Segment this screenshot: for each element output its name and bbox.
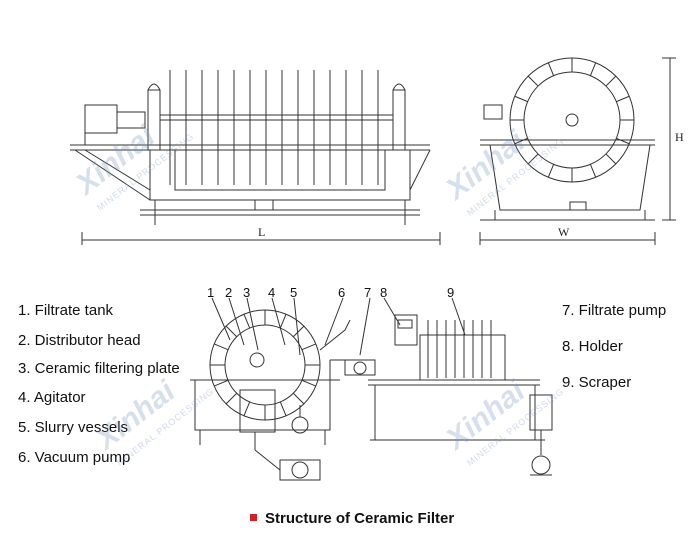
drum-spoke-line	[243, 401, 251, 417]
drum-spoke-line	[527, 75, 539, 87]
drum-spoke-line	[616, 95, 630, 103]
dimension-length-label: L	[258, 225, 266, 239]
callout-8: 8	[380, 285, 388, 300]
drum-spoke-line	[279, 401, 287, 417]
callout-6: 6	[338, 285, 346, 300]
callout-4: 4	[268, 285, 276, 300]
drum-spoke-line	[605, 75, 617, 87]
drum-spoke-line	[292, 392, 305, 405]
legend-item-vacuum-pump: 6. Vacuum pump	[18, 449, 131, 466]
callout-2: 2	[225, 285, 233, 300]
dimension-height-label: H	[675, 130, 684, 144]
drum-spoke-line	[292, 325, 305, 338]
callout-3: 3	[243, 285, 251, 300]
drum-spoke-line	[225, 325, 238, 338]
legend-item-slurry-vessels: 5. Slurry vessels	[18, 419, 129, 436]
callout-7: 7	[364, 285, 372, 300]
legend-item-ceramic-filtering-plate: 3. Ceramic filtering plate	[18, 360, 180, 377]
drum-spoke-line	[243, 313, 251, 329]
caption-text: Structure of Ceramic Filter	[265, 510, 455, 527]
drum-spoke-line	[589, 164, 597, 178]
drum-spoke-line	[547, 164, 555, 178]
drum-spoke-line	[301, 379, 317, 387]
drum-spoke-line	[279, 313, 287, 329]
drum-spoke-line	[514, 95, 528, 103]
legend-item-agitator: 4. Agitator	[18, 389, 86, 406]
drum-spoke-line	[527, 153, 539, 165]
callout-1: 1	[207, 285, 215, 300]
legend-item-scraper: 9. Scraper	[562, 374, 632, 391]
caption-bullet-icon	[250, 513, 257, 521]
drum-spoke-line	[547, 62, 555, 76]
drum-spoke-line	[301, 343, 317, 351]
drum-spoke-line	[589, 62, 597, 76]
legend-item-holder: 8. Holder	[562, 338, 623, 355]
drum-spoke-line	[605, 153, 617, 165]
dimension-width-label: W	[558, 225, 570, 239]
figure-caption: Structure of Ceramic Filter	[250, 510, 454, 527]
drum-spoke-line	[616, 137, 630, 145]
drum-spoke-line	[225, 392, 238, 405]
drum-spoke-line	[213, 379, 229, 387]
callout-9: 9	[447, 285, 455, 300]
drum-spoke-line	[514, 137, 528, 145]
legend-item-filtrate-tank: 1. Filtrate tank	[18, 302, 114, 319]
callout-5: 5	[290, 285, 298, 300]
legend-item-distributor-head: 2. Distributor head	[18, 332, 141, 349]
drum-spoke-line	[213, 343, 229, 351]
legend-item-filtrate-pump: 7. Filtrate pump	[562, 302, 667, 319]
